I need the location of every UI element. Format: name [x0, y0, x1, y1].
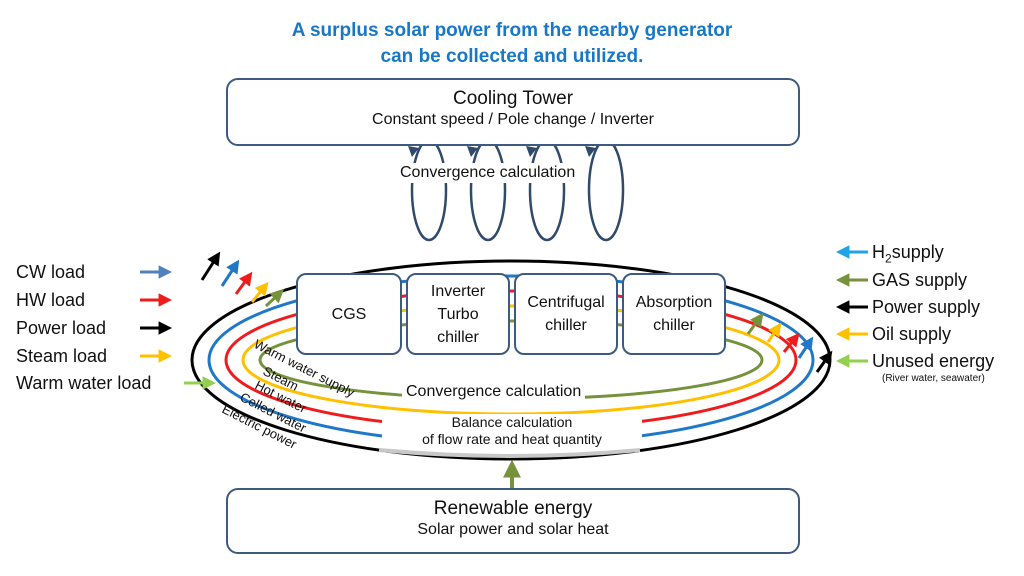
arrow-electric-right — [815, 350, 833, 373]
renewable-subtitle: Solar power and solar heat — [417, 521, 609, 538]
legend-power-supply: Power supply — [872, 297, 981, 317]
unit-centrifugal-line-1: Centrifugal — [527, 294, 605, 311]
renewable-title: Renewable energy — [433, 498, 593, 519]
legend-h2-suffix: supply — [891, 242, 944, 262]
unit-absorption-line-2: chiller — [653, 317, 695, 334]
banner-line-2: can be collected and utilized. — [380, 46, 644, 67]
legend-warm-water-load: Warm water load — [16, 373, 152, 393]
legend-steam-load: Steam load — [16, 346, 108, 366]
unit-inverter-line-3: chiller — [437, 328, 479, 346]
arrow-steam-left — [250, 281, 269, 303]
unit-absorption-line-1: Absorption — [635, 294, 713, 311]
legend-cw-load: CW load — [16, 262, 86, 282]
ring-electric-power-segment — [378, 448, 641, 458]
unit-centrifugal-chiller: Centrifugal chiller — [514, 273, 618, 355]
legend-hw-load: HW load — [16, 290, 86, 310]
unit-inverter-line-2: Turbo — [437, 305, 479, 323]
arrow-celled-right — [797, 336, 814, 359]
legend-unused-energy-note: (River water, seawater) — [882, 373, 985, 384]
arrow-steam-right — [766, 322, 782, 343]
convergence-label-top: Convergence calculation — [396, 163, 580, 183]
cooling-tower-title: Cooling Tower — [452, 88, 574, 109]
cooling-tower-subtitle: Constant speed / Pole change / Inverter — [372, 111, 654, 128]
arrow-celled-left — [220, 259, 240, 287]
cooling-loop-1 — [410, 138, 448, 242]
legend-power-load: Power load — [16, 318, 107, 338]
balance-line-2: of flow rate and heat quantity — [422, 431, 602, 447]
unit-inverter-line-1: Inverter — [430, 282, 486, 300]
cooling-loop-3 — [528, 138, 566, 242]
unit-cgs-label: CGS — [331, 305, 367, 323]
unit-cgs: CGS — [296, 273, 402, 355]
cooling-loop-arrowhead-2 — [467, 146, 478, 157]
cooling-loop-arrowhead-1 — [408, 146, 419, 157]
balance-line-1: Balance calculation — [451, 414, 573, 430]
cooling-loop-4 — [587, 138, 625, 242]
convergence-label-inner: Convergence calculation — [402, 382, 586, 402]
unit-centrifugal-line-2: chiller — [545, 317, 587, 334]
cooling-tower-box: Cooling Tower Constant speed / Pole chan… — [226, 78, 800, 146]
legend-h2-subscript: 2 — [885, 251, 892, 266]
unit-absorption-chiller: Absorption chiller — [622, 273, 726, 355]
cooling-loop-arrowhead-3 — [526, 146, 537, 157]
cooling-loop-2 — [469, 138, 507, 242]
unit-inverter-turbo-chiller: Inverter Turbo chiller — [406, 273, 510, 355]
arrow-hot-right — [782, 332, 800, 353]
arrow-hot-left — [234, 271, 253, 295]
balance-calculation-label: Balance calculation of flow rate and hea… — [382, 414, 642, 448]
cooling-loop-arrowhead-4 — [585, 146, 596, 157]
arrow-warm-right — [746, 312, 764, 335]
arrow-warm-left — [264, 289, 284, 308]
arrow-electric-left — [200, 251, 221, 281]
renewable-energy-box: Renewable energy Solar power and solar h… — [226, 488, 800, 554]
legend-h2-prefix: H — [872, 242, 885, 262]
legend-unused-energy: Unused energy — [872, 351, 995, 371]
legend-oil-supply: Oil supply — [872, 324, 952, 344]
legend-h2-supply: H2supply — [872, 242, 944, 269]
banner-line-1: A surplus solar power from the nearby ge… — [291, 20, 733, 41]
legend-gas-supply: GAS supply — [872, 270, 968, 290]
